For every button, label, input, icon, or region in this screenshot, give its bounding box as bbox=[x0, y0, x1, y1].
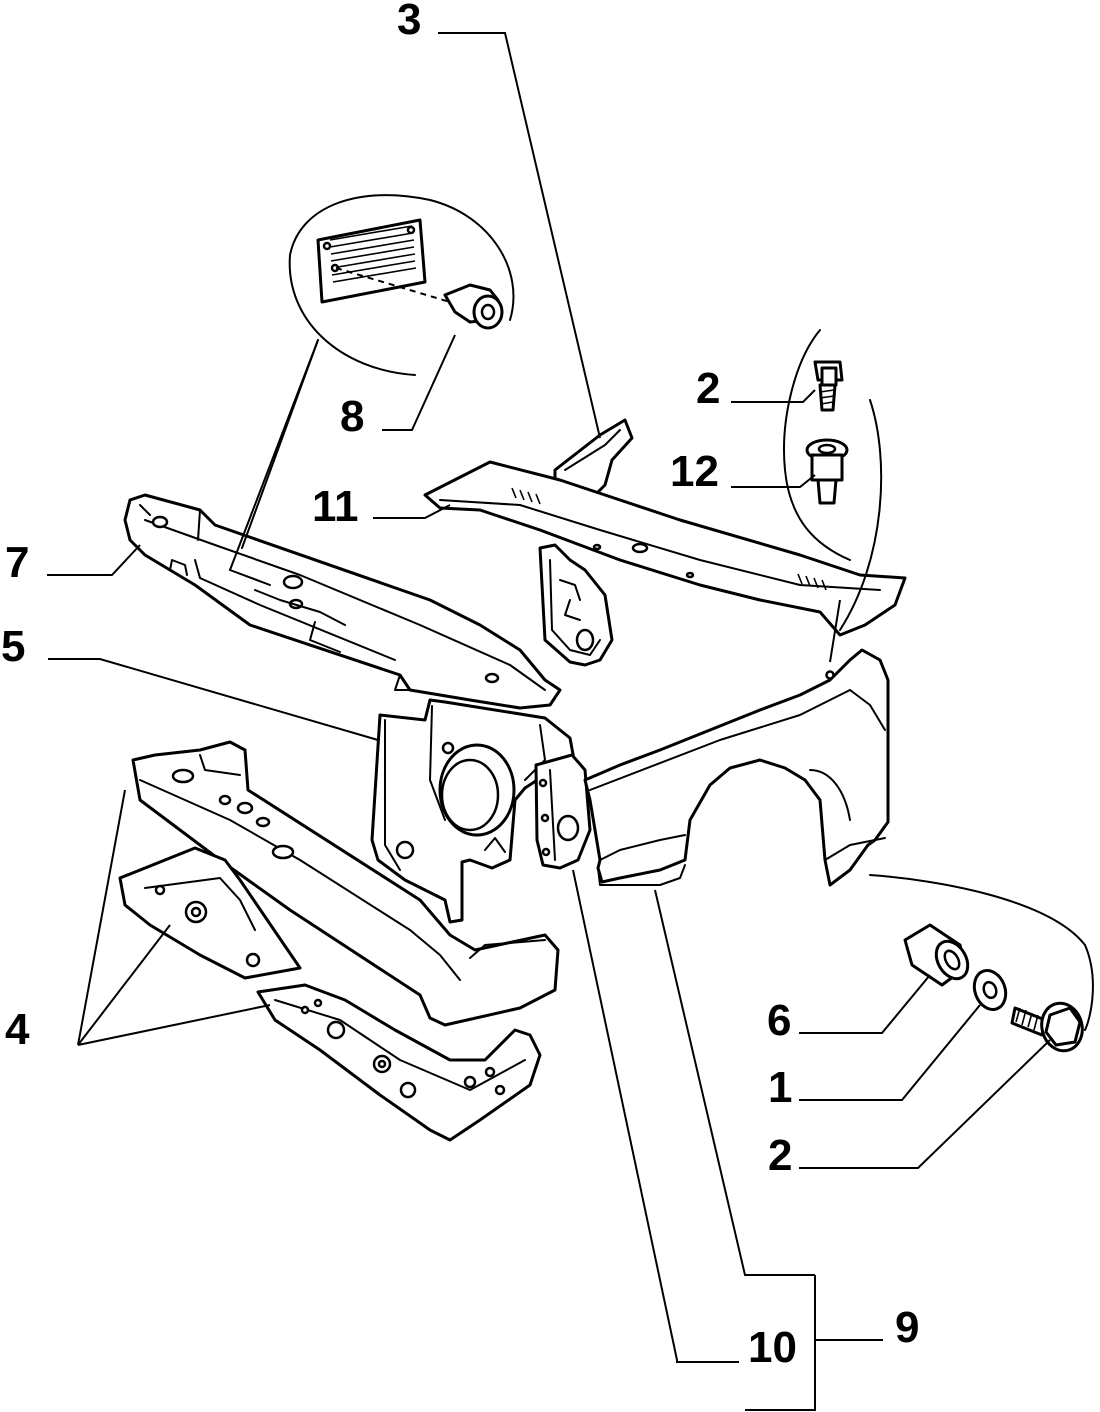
leader-4c bbox=[77, 1004, 271, 1046]
part-10-bracket bbox=[534, 753, 592, 870]
callout-8: 8 bbox=[340, 392, 364, 441]
callout-2-top: 2 bbox=[696, 364, 720, 413]
callout-11: 11 bbox=[312, 482, 359, 531]
part-5-headlamp-panel bbox=[370, 698, 577, 924]
callout-numbers: 3 8 2 12 11 7 5 4 6 1 2 10 9 bbox=[1, 0, 919, 1372]
leader-1 bbox=[799, 1004, 981, 1101]
leader-3 bbox=[438, 32, 601, 439]
callout-7: 7 bbox=[5, 538, 29, 587]
leader-8 bbox=[382, 334, 456, 431]
part-2-12-detail-callout bbox=[783, 329, 883, 663]
leader-12 bbox=[731, 474, 816, 488]
part-8-detail-callout bbox=[229, 194, 515, 571]
callout-9: 9 bbox=[895, 1303, 919, 1352]
callout-2-bottom: 2 bbox=[768, 1131, 792, 1180]
callout-3: 3 bbox=[397, 0, 421, 44]
leader-9-bracket bbox=[745, 1275, 816, 1411]
leader-lines bbox=[47, 32, 1051, 1411]
leader-10 bbox=[572, 869, 739, 1363]
callout-12: 12 bbox=[670, 447, 719, 496]
part-4-lower-crossmember bbox=[118, 740, 560, 1142]
leader-2-bottom bbox=[799, 1039, 1051, 1169]
leader-4b bbox=[77, 924, 171, 1046]
part-6-1-2-fastener-set bbox=[869, 874, 1094, 1053]
leader-5 bbox=[48, 658, 379, 741]
callout-1: 1 bbox=[768, 1063, 792, 1112]
leader-6 bbox=[799, 974, 931, 1034]
callout-10: 10 bbox=[748, 1323, 797, 1372]
callout-4: 4 bbox=[5, 1005, 30, 1054]
part-7-upper-crossmember bbox=[123, 493, 562, 710]
callout-5: 5 bbox=[1, 622, 25, 671]
leader-11 bbox=[373, 504, 451, 519]
leader-7 bbox=[47, 544, 141, 576]
leader-9-fender bbox=[654, 889, 815, 1276]
leader-4a bbox=[77, 789, 126, 1046]
callout-6: 6 bbox=[767, 996, 791, 1045]
part-11-upper-panel bbox=[423, 460, 907, 637]
part-9-front-fender bbox=[583, 648, 890, 887]
leader-2-top bbox=[731, 389, 816, 403]
